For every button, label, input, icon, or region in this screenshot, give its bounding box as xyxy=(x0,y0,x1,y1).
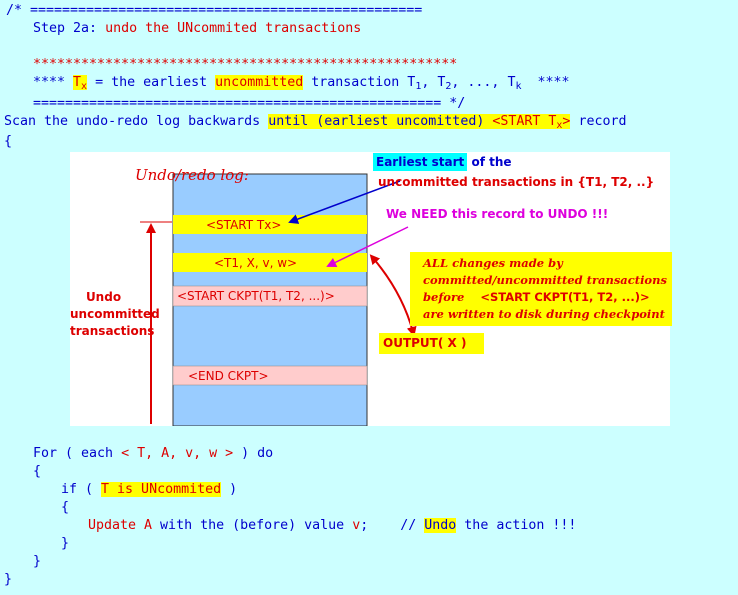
stars-left: **** xyxy=(33,75,74,90)
stars-line: ****************************************… xyxy=(33,57,458,72)
if-close-brace: } xyxy=(61,536,70,551)
until-phrase: until (earliest uncomitted) xyxy=(268,114,493,129)
uncommitted-transactions-line: uncommitted transactions in {T1, T2, ..} xyxy=(378,175,655,189)
uncommitted-condition: T is UNcommited xyxy=(101,482,222,497)
start-ckpt-label: <START CKPT(T1, T2, ...)> xyxy=(177,289,335,303)
step-heading: Step 2a: undo the UNcommited transaction… xyxy=(33,20,361,37)
comment-open-line: /* =====================================… xyxy=(6,3,423,18)
need-record-pointer-arrow xyxy=(326,226,409,267)
record-end-ckpt-bar xyxy=(172,365,368,386)
checkpoint-note: ALL changes made by committed/uncommitte… xyxy=(423,256,667,321)
tx-definition-line: **** Tx = the earliest uncommitted trans… xyxy=(33,75,570,92)
uncommitted-word: uncommitted xyxy=(215,75,304,90)
tx-eq: = the earliest xyxy=(87,75,216,90)
record-start-tx-bar xyxy=(173,215,367,234)
t1-record-label: <T1, X, v, w> xyxy=(214,256,298,270)
diagram-graphics xyxy=(140,173,417,426)
earliest-start-annotation: Earliest start of the xyxy=(373,152,512,172)
for-close-brace: } xyxy=(33,554,42,569)
output-curved-arrow xyxy=(369,254,417,337)
earliest-pointer-arrow xyxy=(288,180,401,224)
stars-right: **** xyxy=(521,75,570,90)
update-line: Update A with the (before) value v; // U… xyxy=(88,518,577,533)
checkpoint-note-box xyxy=(410,252,672,326)
scan-line: Scan the undo-redo log backwards until (… xyxy=(4,114,627,131)
earliest-start-box: Earliest start xyxy=(373,153,468,171)
record-start-ckpt-bar xyxy=(172,285,368,307)
for-open-brace: { xyxy=(33,464,42,479)
undo-highlight: Undo xyxy=(424,518,457,533)
step-label: Step 2a: xyxy=(33,21,98,36)
log-title: Undo/redo log: xyxy=(135,166,249,184)
start-tx-record: <START Tx> xyxy=(492,114,571,131)
step-text: undo the UNcommited transactions xyxy=(105,21,362,36)
close-brace: } xyxy=(4,572,13,587)
output-x-label: OUTPUT( X ) xyxy=(379,333,484,354)
for-loop-line: For ( each < T, A, v, w > ) do xyxy=(33,446,274,461)
undo-uncommitted-label: Undo uncommitted transactions xyxy=(70,290,160,338)
log-tuple: < T, A, v, w > xyxy=(121,446,234,461)
if-line: if ( T is UNcommited ) xyxy=(61,482,238,497)
if-open-brace: { xyxy=(61,500,70,515)
start-tx-label: <START Tx> xyxy=(206,218,282,232)
need-record-note: We NEED this record to UNDO !!! xyxy=(386,207,609,221)
end-ckpt-label: <END CKPT> xyxy=(188,369,269,383)
open-brace: { xyxy=(4,134,13,149)
record-t1-bar xyxy=(173,253,367,272)
tx-symbol: Tx xyxy=(73,75,88,92)
undo-redo-log-diagram: Undo/redo log: <START Tx> <T1, X, v, w> … xyxy=(70,152,672,426)
comment-close-line: ========================================… xyxy=(33,96,466,111)
